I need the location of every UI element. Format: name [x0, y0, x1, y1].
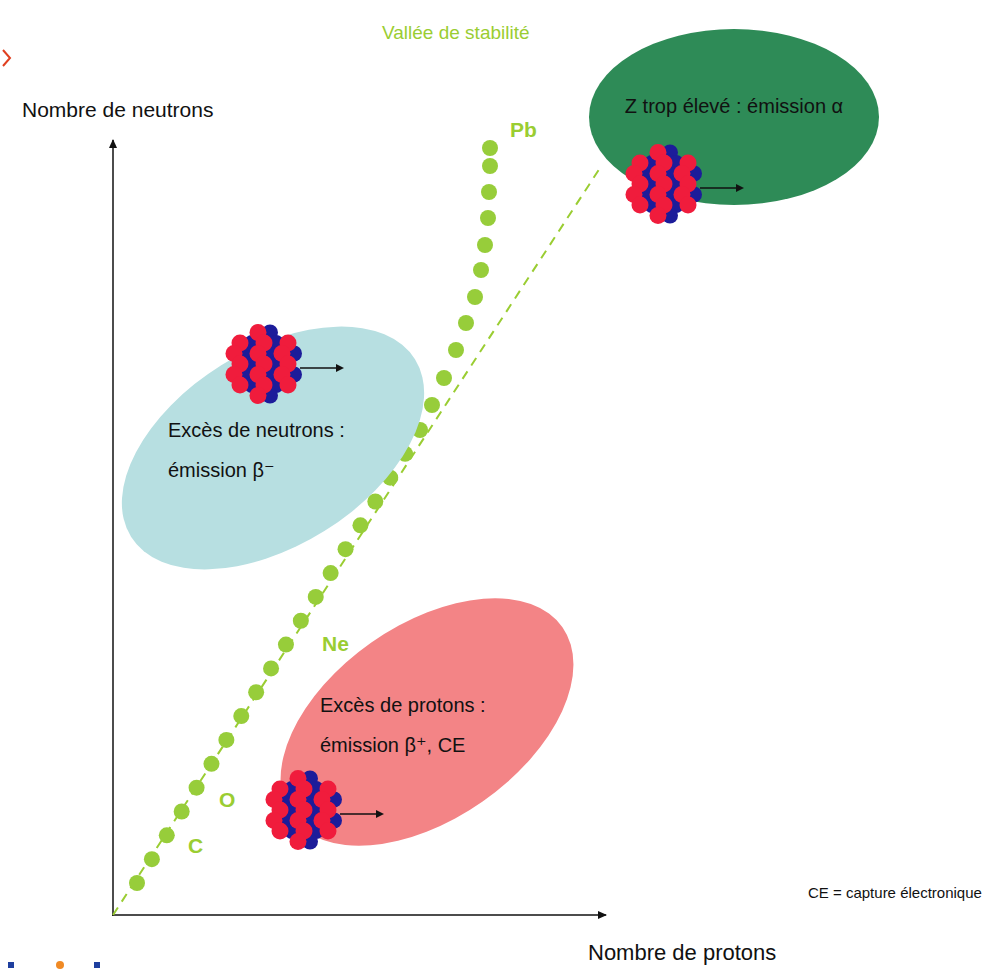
stability-dot: [482, 158, 498, 174]
nucleus: [626, 144, 745, 224]
arrow-head: [336, 364, 344, 372]
stability-dot: [144, 851, 160, 867]
region-text: Z trop élevé : émission α: [588, 86, 880, 126]
proton: [650, 207, 667, 224]
emission-arrow: [700, 187, 736, 189]
legend-note: CE = capture électronique: [808, 884, 982, 901]
stability-dot: [481, 184, 497, 200]
stability-dot: [129, 875, 145, 891]
proton: [280, 377, 297, 394]
stability-dot: [436, 370, 452, 386]
valley-label: Vallée de stabilité: [382, 22, 530, 44]
proton: [290, 833, 307, 850]
stability-dot: [352, 517, 368, 533]
y-axis: [112, 140, 114, 916]
stability-dot: [480, 210, 496, 226]
element-label: C: [188, 834, 203, 858]
emission-arrow: [300, 367, 336, 369]
stability-dot: [482, 140, 498, 156]
ellipse-fill: [112, 300, 434, 596]
stability-dot: [189, 780, 205, 796]
stability-dot: [448, 342, 464, 358]
ellipse-fill: [268, 575, 586, 869]
element-label: O: [219, 788, 235, 812]
proton: [272, 823, 289, 840]
footer-dot: [94, 962, 100, 968]
footer-dot: [8, 962, 14, 968]
emission-arrow: [340, 813, 376, 815]
axis-title: Nombre de neutrons: [22, 98, 213, 122]
proton: [632, 197, 649, 214]
stability-dot: [159, 827, 175, 843]
arrow-head: [376, 810, 384, 818]
stability-dot: [424, 397, 440, 413]
stability-dot: [338, 541, 354, 557]
stability-dot: [323, 565, 339, 581]
proton: [680, 197, 697, 214]
stability-dot: [233, 708, 249, 724]
nucleus: [266, 770, 385, 850]
axis-title: Nombre de protons: [588, 940, 776, 966]
stability-dot: [263, 660, 279, 676]
stability-dot: [467, 289, 483, 305]
stability-dot: [477, 237, 493, 253]
region-text: Excès de neutrons : émission β⁻: [168, 410, 388, 490]
stability-dot: [218, 732, 234, 748]
corner-mark: [3, 50, 10, 66]
stability-dot: [278, 637, 294, 653]
region-text: Excès de protons : émission β⁺, CE: [320, 685, 550, 765]
proton: [320, 823, 337, 840]
proton: [232, 377, 249, 394]
footer-dot: [56, 961, 64, 969]
stability-dot: [174, 803, 190, 819]
proton: [250, 387, 267, 404]
x-axis: [112, 914, 606, 916]
ellipse-fill: [589, 29, 879, 205]
stability-dot: [248, 684, 264, 700]
stability-dot: [308, 589, 324, 605]
arrow-head: [736, 184, 744, 192]
stability-dot: [473, 262, 489, 278]
element-label: Ne: [322, 632, 349, 656]
stability-dot: [458, 315, 474, 331]
nucleus: [226, 324, 345, 404]
element-label: Pb: [510, 118, 537, 142]
stability-dot: [293, 613, 309, 629]
stability-dot: [203, 756, 219, 772]
